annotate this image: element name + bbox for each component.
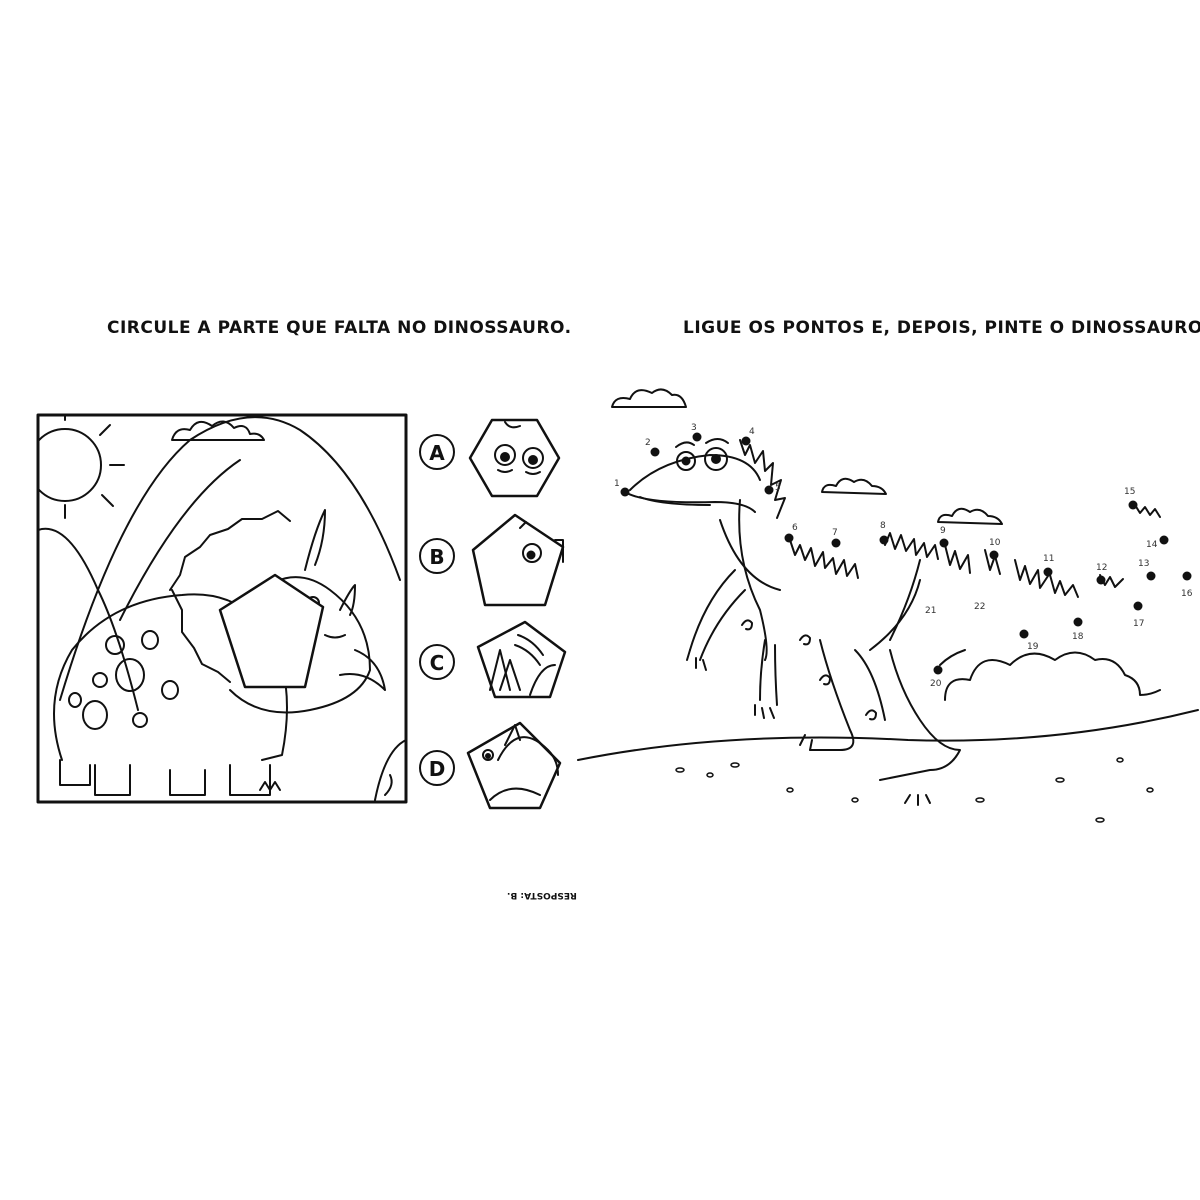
puzzle-frame xyxy=(36,413,408,804)
option-b[interactable]: B xyxy=(419,513,565,607)
dot-label-2: 2 xyxy=(645,438,651,448)
dot-label-8: 8 xyxy=(880,521,886,531)
dot-8 xyxy=(879,535,889,545)
missing-piece-hole xyxy=(218,573,325,689)
option-d-piece xyxy=(466,721,562,810)
dot-6 xyxy=(784,533,794,543)
dot-1 xyxy=(620,487,630,497)
option-a[interactable]: A xyxy=(419,418,561,498)
dot-label-18: 18 xyxy=(1072,632,1084,642)
option-d-letter: D xyxy=(429,757,446,781)
dot-label-5: 5 xyxy=(775,483,781,493)
puzzle-picture[interactable] xyxy=(29,405,408,804)
option-c-piece xyxy=(476,620,567,699)
option-a-piece xyxy=(468,418,561,498)
cloud-icon xyxy=(611,388,687,408)
dot-label-7: 7 xyxy=(832,528,838,538)
pebbles xyxy=(675,757,1154,823)
dot-3 xyxy=(692,432,702,442)
dot-label-3: 3 xyxy=(691,423,697,433)
option-b-piece xyxy=(471,513,565,607)
sun-icon xyxy=(38,415,125,519)
dot-7 xyxy=(831,538,841,548)
dot-label-1: 1 xyxy=(614,479,620,489)
bush xyxy=(374,739,406,801)
dot-9 xyxy=(939,538,949,548)
dot-16 xyxy=(1182,571,1192,581)
left-instruction: CIRCULE A PARTE QUE FALTA NO DINOSSAURO. xyxy=(107,318,572,338)
dot-label-22: 22 xyxy=(974,602,985,612)
option-a-letter: A xyxy=(429,441,445,465)
option-b-letter: B xyxy=(429,545,444,569)
dot-label-16: 16 xyxy=(1181,589,1193,599)
dinosaur-outline xyxy=(624,438,1161,806)
option-a-badge xyxy=(419,434,455,470)
dot-label-14: 14 xyxy=(1146,540,1158,550)
dot-label-9: 9 xyxy=(940,526,946,536)
option-c[interactable]: C xyxy=(419,620,567,699)
bush xyxy=(944,651,1161,701)
cloud-icon xyxy=(937,507,1003,525)
dot-10 xyxy=(989,550,999,560)
dot-13 xyxy=(1146,571,1156,581)
dot-label-12: 12 xyxy=(1096,563,1107,573)
dot-12 xyxy=(1096,575,1106,585)
dot-label-15: 15 xyxy=(1124,487,1135,497)
dot-label-19: 19 xyxy=(1027,642,1039,652)
option-c-letter: C xyxy=(430,651,445,675)
hill-back xyxy=(38,527,139,711)
option-c-badge xyxy=(419,644,455,680)
option-b-badge xyxy=(419,538,455,574)
ground-line xyxy=(577,709,1199,761)
option-d-badge xyxy=(419,750,455,786)
dot-label-11: 11 xyxy=(1043,554,1054,564)
dot-to-dot-scene[interactable]: 1 2 3 4 5 6 7 8 9 10 11 12 13 14 15 16 1… xyxy=(577,388,1199,823)
dot-2 xyxy=(650,447,660,457)
dot-label-13: 13 xyxy=(1138,559,1149,569)
dot-5 xyxy=(764,485,774,495)
dot-19 xyxy=(1019,629,1029,639)
dot-labels: 1 2 3 4 5 6 7 8 9 10 11 12 13 14 15 16 1… xyxy=(614,423,1193,689)
right-instruction: LIGUE OS PONTOS E, DEPOIS, PINTE O DINOS… xyxy=(683,318,1200,338)
dot-label-4: 4 xyxy=(749,427,755,437)
option-d[interactable]: D xyxy=(419,721,562,810)
dot-label-21: 21 xyxy=(925,606,936,616)
dot-17 xyxy=(1133,601,1143,611)
dot-label-6: 6 xyxy=(792,523,798,533)
dot-15 xyxy=(1128,500,1138,510)
dot-18 xyxy=(1073,617,1083,627)
dot-14 xyxy=(1159,535,1169,545)
cloud-icon xyxy=(821,477,887,495)
dot-label-17: 17 xyxy=(1133,619,1144,629)
dot-4 xyxy=(741,436,751,446)
triceratops xyxy=(53,509,386,796)
dot-label-10: 10 xyxy=(989,538,1001,548)
dot-label-20: 20 xyxy=(930,679,942,689)
dot-11 xyxy=(1043,567,1053,577)
hill-front xyxy=(119,459,241,621)
hill-main xyxy=(59,416,401,701)
dot-20 xyxy=(933,665,943,675)
connect-dots xyxy=(620,432,1192,675)
